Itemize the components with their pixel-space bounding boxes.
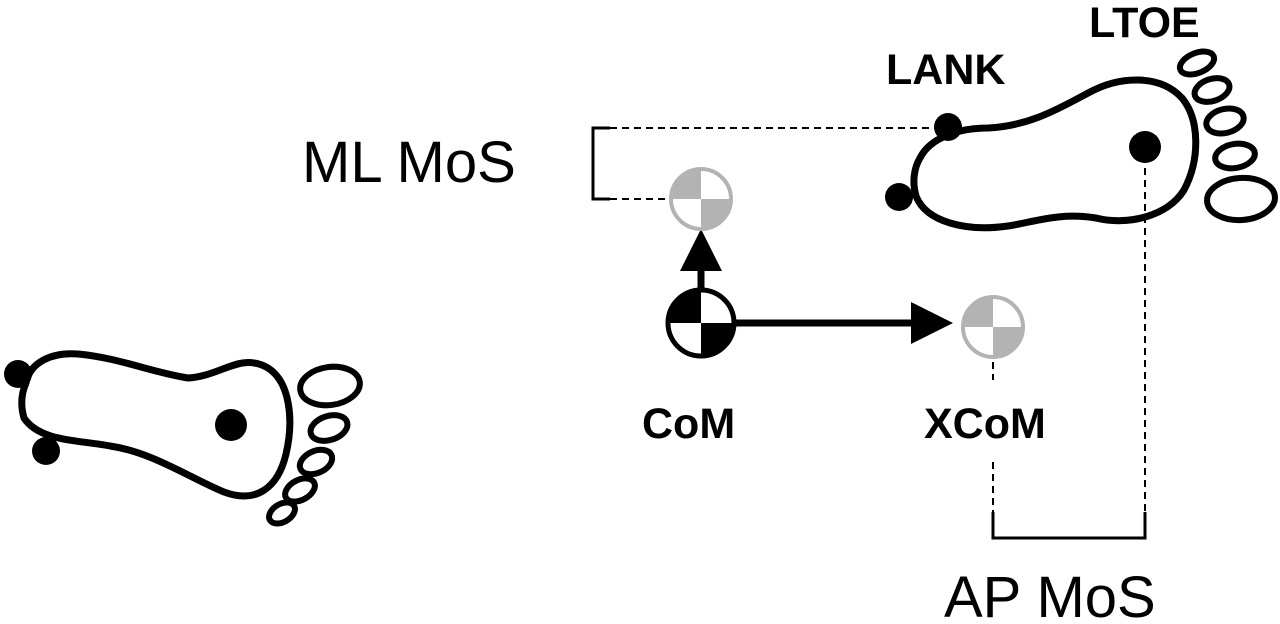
lead-toe-3 xyxy=(1203,105,1247,137)
xcom-marker-icon xyxy=(961,295,1025,359)
left-toe-1 xyxy=(297,363,363,409)
left-toe-4 xyxy=(282,475,318,505)
left-heel-medial-marker xyxy=(32,437,60,465)
lead-toe-1 xyxy=(1176,48,1218,78)
left-toe-3 xyxy=(296,446,336,478)
lank-label: LANK xyxy=(886,46,1005,94)
lead-foot-outline xyxy=(910,76,1200,232)
left-toe-5 xyxy=(266,499,298,527)
ap-mos-label: AP MoS xyxy=(944,565,1156,624)
com-label: CoM xyxy=(642,400,735,448)
ml-mos-bracket xyxy=(591,126,610,201)
lead-footprint xyxy=(885,48,1278,232)
lead-toe-5 xyxy=(1204,174,1278,224)
lead-toe-2 xyxy=(1191,75,1233,105)
lank-marker xyxy=(934,113,962,141)
heel-medial-marker xyxy=(885,183,913,211)
left-foot-outline xyxy=(18,350,294,500)
ml-mos-label: ML MoS xyxy=(302,130,516,195)
ap-mos-bracket xyxy=(991,512,1147,540)
com-marker-icon xyxy=(665,287,737,359)
xcom-label: XCoM xyxy=(924,400,1046,448)
ltoe-label: LTOE xyxy=(1089,0,1200,47)
projected-com-marker-icon xyxy=(669,167,733,231)
left-heel-lateral-marker xyxy=(4,360,32,388)
left-toe-marker xyxy=(215,409,247,441)
lead-toe-4 xyxy=(1212,140,1258,172)
ltoe-marker xyxy=(1129,131,1161,163)
left-footprint xyxy=(4,350,363,527)
left-toe-2 xyxy=(307,412,351,444)
